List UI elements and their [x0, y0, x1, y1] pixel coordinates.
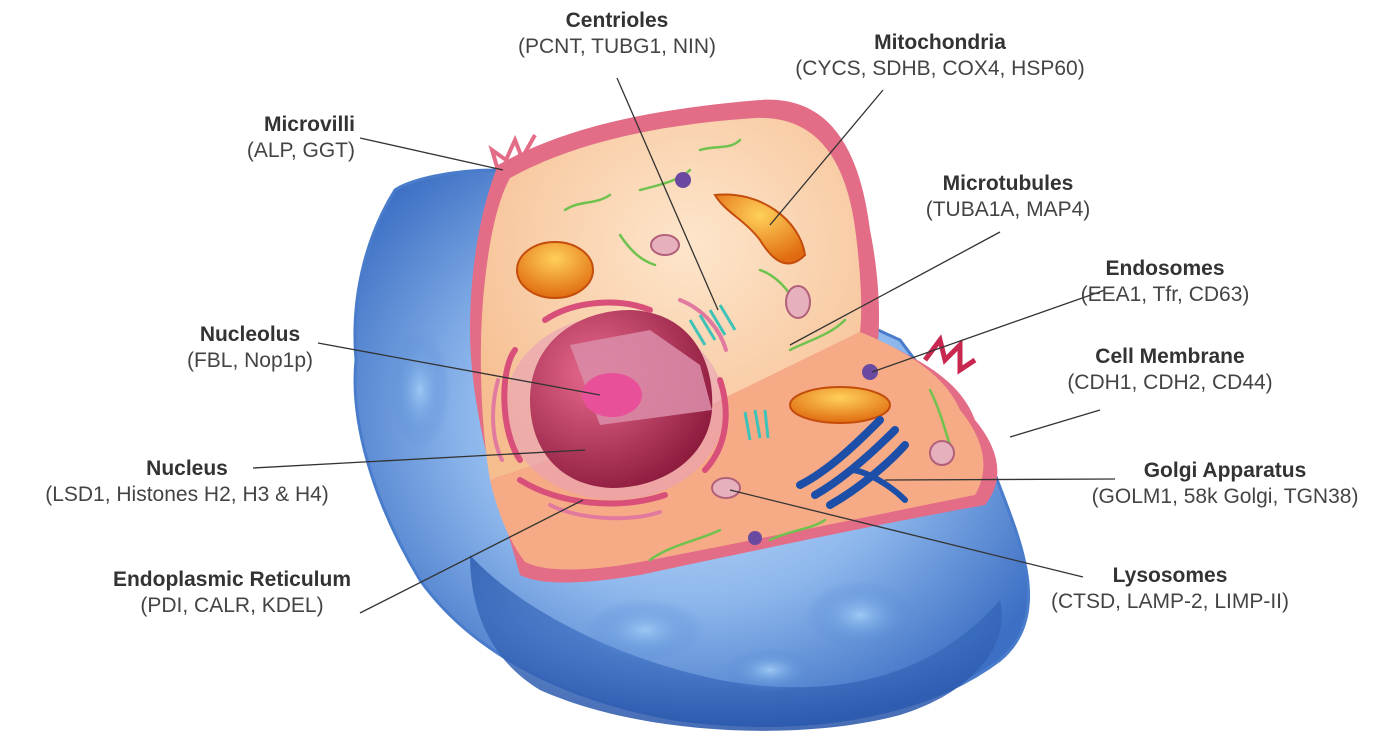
marker-list: (CYCS, SDHB, COX4, HSP60) — [795, 56, 1084, 82]
marker-list: (TUBA1A, MAP4) — [926, 197, 1091, 223]
marker-list: (LSD1, Histones H2, H3 & H4) — [45, 482, 329, 508]
marker-list: (CDH1, CDH2, CD44) — [1067, 370, 1272, 396]
organelle-name: Lysosomes — [1051, 563, 1289, 589]
label-endosomes: Endosomes (EEA1, Tfr, CD63) — [1081, 256, 1250, 309]
label-lysosomes: Lysosomes (CTSD, LAMP-2, LIMP-II) — [1051, 563, 1289, 616]
organelle-name: Microtubules — [926, 171, 1091, 197]
leader-cell-membrane — [1010, 410, 1100, 437]
lysosome — [930, 441, 954, 465]
marker-list: (PCNT, TUBG1, NIN) — [518, 34, 716, 60]
marker-list: (GOLM1, 58k Golgi, TGN38) — [1092, 484, 1359, 510]
label-nucleus: Nucleus (LSD1, Histones H2, H3 & H4) — [45, 456, 329, 509]
organelle-name: Endoplasmic Reticulum — [113, 567, 351, 593]
mitochondrion — [517, 242, 593, 298]
organelle-name: Microvilli — [247, 112, 355, 138]
marker-list: (FBL, Nop1p) — [187, 348, 313, 374]
label-golgi: Golgi Apparatus (GOLM1, 58k Golgi, TGN38… — [1092, 458, 1359, 511]
organelle-name: Centrioles — [518, 8, 716, 34]
organelle-name: Golgi Apparatus — [1092, 458, 1359, 484]
mitochondrion — [790, 387, 890, 423]
endosome — [862, 364, 878, 380]
label-nucleolus: Nucleolus (FBL, Nop1p) — [187, 322, 313, 375]
organelle-name: Nucleolus — [187, 322, 313, 348]
lysosome — [712, 478, 740, 498]
endosome — [675, 172, 691, 188]
nucleolus — [582, 373, 642, 417]
label-cell-membrane: Cell Membrane (CDH1, CDH2, CD44) — [1067, 344, 1272, 397]
organelle-name: Endosomes — [1081, 256, 1250, 282]
marker-list: (PDI, CALR, KDEL) — [113, 593, 351, 619]
label-centrioles: Centrioles (PCNT, TUBG1, NIN) — [518, 8, 716, 61]
lower-vesicle — [390, 330, 450, 450]
organelle-name: Mitochondria — [795, 30, 1084, 56]
label-microtubules: Microtubules (TUBA1A, MAP4) — [926, 171, 1091, 224]
lysosome — [786, 286, 810, 318]
marker-list: (CTSD, LAMP-2, LIMP-II) — [1051, 589, 1289, 615]
lower-vesicle — [725, 648, 815, 692]
label-er: Endoplasmic Reticulum (PDI, CALR, KDEL) — [113, 567, 351, 620]
marker-list: (EEA1, Tfr, CD63) — [1081, 282, 1250, 308]
marker-list: (ALP, GGT) — [247, 138, 355, 164]
label-mitochondria: Mitochondria (CYCS, SDHB, COX4, HSP60) — [795, 30, 1084, 83]
leader-microvilli — [360, 138, 503, 170]
lower-vesicle — [585, 598, 705, 662]
lysosome — [651, 235, 679, 255]
organelle-name: Cell Membrane — [1067, 344, 1272, 370]
organelle-name: Nucleus — [45, 456, 329, 482]
lower-vesicle — [805, 580, 915, 650]
label-microvilli: Microvilli (ALP, GGT) — [247, 112, 355, 165]
endosome — [748, 531, 762, 545]
